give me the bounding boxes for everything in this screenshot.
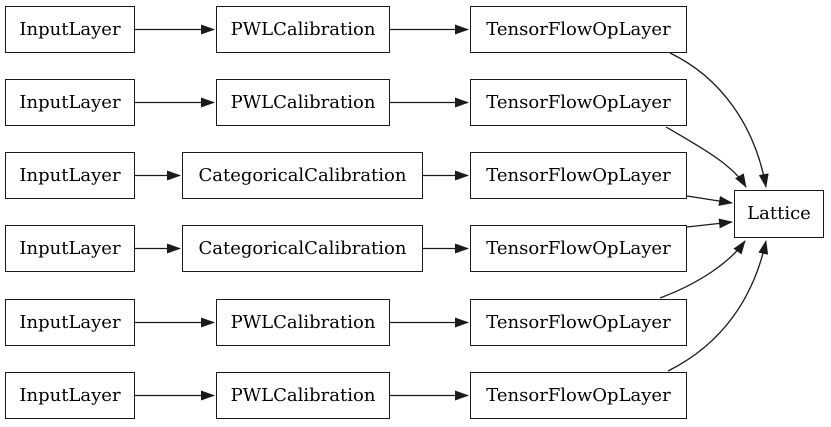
node-pwl-calibration-3: PWLCalibration — [216, 299, 390, 346]
node-input-layer-1: InputLayer — [5, 6, 135, 53]
node-tensorflow-op-layer-3: TensorFlowOpLayer — [470, 152, 687, 199]
node-categorical-calibration-2: CategoricalCalibration — [182, 225, 423, 272]
node-pwl-calibration-1: PWLCalibration — [216, 6, 390, 53]
node-tensorflow-op-layer-6: TensorFlowOpLayer — [470, 372, 687, 419]
node-tensorflow-op-layer-1: TensorFlowOpLayer — [470, 6, 687, 53]
node-categorical-calibration-1: CategoricalCalibration — [182, 152, 423, 199]
edge-op3-lattice — [686, 195, 733, 206]
node-pwl-calibration-4: PWLCalibration — [216, 372, 390, 419]
node-pwl-calibration-2: PWLCalibration — [216, 79, 390, 126]
node-lattice: Lattice — [734, 190, 824, 238]
edge-op4-lattice — [686, 218, 733, 229]
node-input-layer-2: InputLayer — [5, 79, 135, 126]
node-input-layer-4: InputLayer — [5, 225, 135, 272]
node-tensorflow-op-layer-2: TensorFlowOpLayer — [470, 79, 687, 126]
node-input-layer-5: InputLayer — [5, 299, 135, 346]
node-input-layer-3: InputLayer — [5, 152, 135, 199]
node-input-layer-6: InputLayer — [5, 372, 135, 419]
node-tensorflow-op-layer-4: TensorFlowOpLayer — [470, 225, 687, 272]
node-tensorflow-op-layer-5: TensorFlowOpLayer — [470, 299, 687, 346]
